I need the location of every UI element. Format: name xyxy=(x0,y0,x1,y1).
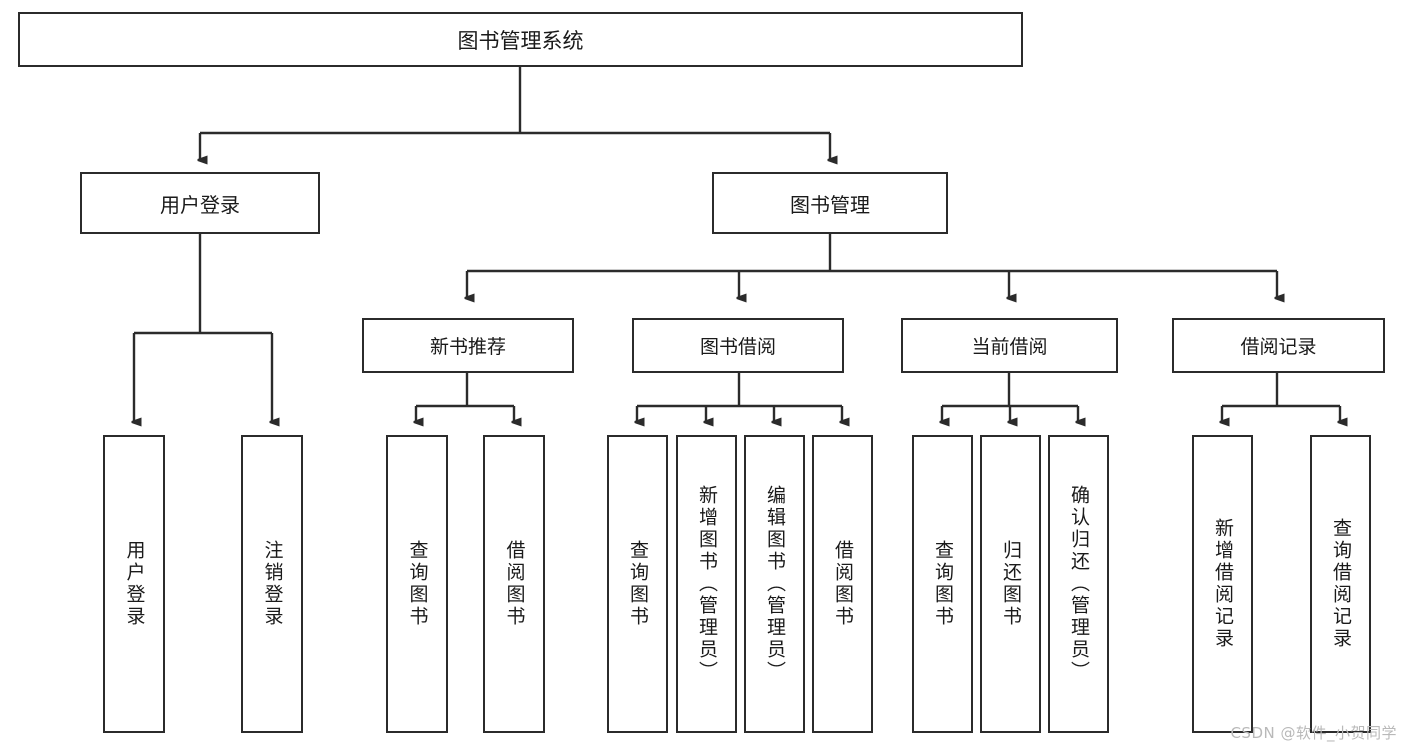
node-label: 当前借阅 xyxy=(971,336,1048,358)
node-label: 借阅图书 xyxy=(832,540,854,628)
node-new-book-recommend[interactable]: 新书推荐 xyxy=(362,318,574,373)
leaf-borrow-borrow-book[interactable]: 借阅图书 xyxy=(812,435,873,733)
node-book-management[interactable]: 图书管理 xyxy=(712,172,948,234)
leaf-user-login-signin[interactable]: 用户登录 xyxy=(103,435,165,733)
node-label: 查询图书 xyxy=(932,540,954,628)
leaf-record-query-record[interactable]: 查询借阅记录 xyxy=(1310,435,1371,733)
leaf-current-return-book[interactable]: 归还图书 xyxy=(980,435,1041,733)
leaf-recommend-query-book[interactable]: 查询图书 xyxy=(386,435,448,733)
node-current-borrow[interactable]: 当前借阅 xyxy=(901,318,1118,373)
leaf-current-confirm-return-admin[interactable]: 确认归还（管理员） xyxy=(1048,435,1109,733)
node-label: 编辑图书（管理员） xyxy=(764,485,786,683)
node-user-login[interactable]: 用户登录 xyxy=(80,172,320,234)
node-label: 图书管理 xyxy=(790,192,870,217)
node-label: 新书推荐 xyxy=(429,336,506,358)
node-label: 图书管理系统 xyxy=(457,28,584,53)
node-label: 查询图书 xyxy=(406,540,429,628)
node-root-system[interactable]: 图书管理系统 xyxy=(18,12,1023,67)
leaf-recommend-borrow-book[interactable]: 借阅图书 xyxy=(483,435,545,733)
node-label: 查询图书 xyxy=(627,540,649,628)
node-borrow-record[interactable]: 借阅记录 xyxy=(1172,318,1385,373)
leaf-borrow-add-book-admin[interactable]: 新增图书（管理员） xyxy=(676,435,737,733)
leaf-user-login-signout[interactable]: 注销登录 xyxy=(241,435,303,733)
node-label: 用户登录 xyxy=(160,192,240,217)
node-book-borrow[interactable]: 图书借阅 xyxy=(632,318,844,373)
node-label: 用户登录 xyxy=(123,540,146,628)
node-label: 借阅记录 xyxy=(1240,336,1317,358)
node-label: 新增图书（管理员） xyxy=(696,485,718,683)
node-label: 注销登录 xyxy=(261,540,284,628)
node-label: 新增借阅记录 xyxy=(1212,518,1234,650)
leaf-current-query-book[interactable]: 查询图书 xyxy=(912,435,973,733)
node-label: 借阅图书 xyxy=(503,540,526,628)
node-label: 查询借阅记录 xyxy=(1330,518,1352,650)
leaf-borrow-edit-book-admin[interactable]: 编辑图书（管理员） xyxy=(744,435,805,733)
node-label: 图书借阅 xyxy=(699,336,776,358)
watermark-text: CSDN @软件_小贺同学 xyxy=(1230,724,1397,742)
leaf-borrow-query-book[interactable]: 查询图书 xyxy=(607,435,668,733)
leaf-record-add-record[interactable]: 新增借阅记录 xyxy=(1192,435,1253,733)
node-label: 确认归还（管理员） xyxy=(1068,485,1090,683)
node-label: 归还图书 xyxy=(1000,540,1022,628)
